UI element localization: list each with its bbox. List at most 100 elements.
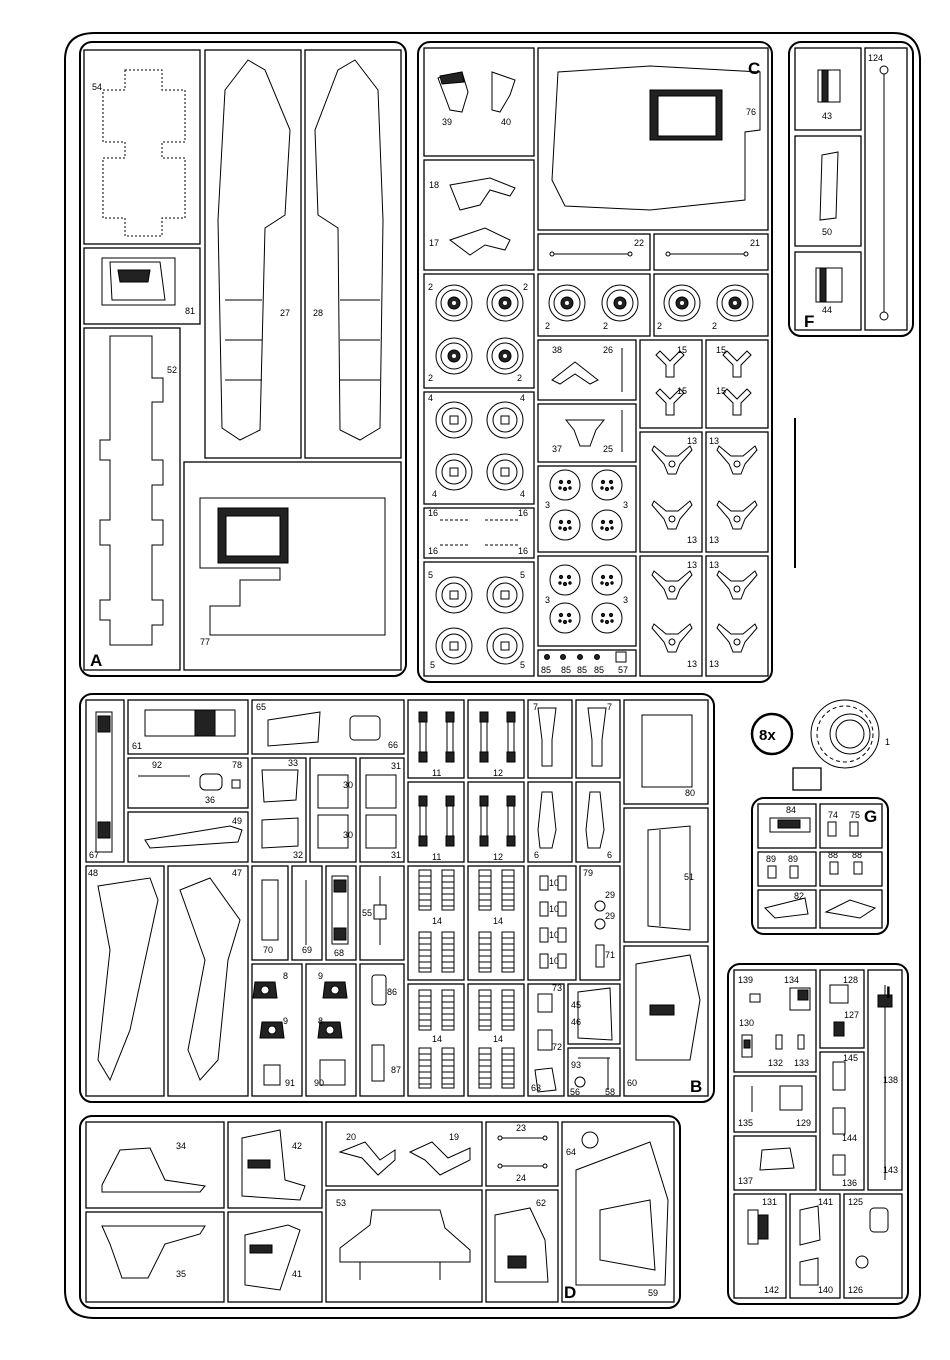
part-number: 134 [784,975,799,985]
part-number: 13 [709,659,719,669]
part-number: 3 [623,595,628,605]
part-number: 75 [850,810,860,820]
sprue-g-frame [751,797,889,935]
part-number: 16 [518,508,528,518]
part-number: 20 [346,1132,356,1142]
part-number: 5 [428,570,433,580]
part-number: 64 [566,1147,576,1157]
sprue-letter: I [886,983,891,1002]
part-number: 133 [794,1058,809,1068]
part-number: 30 [343,780,353,790]
part-number: 54 [92,82,102,92]
part-number: 63 [531,1083,541,1093]
part-number: 6 [607,850,612,860]
part-number: 10 [549,878,559,888]
part-number: 26 [603,345,613,355]
part-number: 51 [684,872,694,882]
part-number: 81 [185,306,195,316]
part-number: 128 [843,975,858,985]
part-number: 85 [541,665,551,675]
part-number: 15 [716,386,726,396]
part-number: 40 [501,117,511,127]
part-number: 21 [750,238,760,248]
part-number: 88 [852,850,862,860]
part-number: 136 [842,1178,857,1188]
part-number: 31 [391,761,401,771]
sprue-d-frame [79,1115,681,1309]
part-number: 135 [738,1118,753,1128]
part-number: 68 [334,948,344,958]
part-number: 69 [302,945,312,955]
part-number: 3 [545,595,550,605]
part-number: 84 [786,805,796,815]
part-number: 14 [493,916,503,926]
part-number: 78 [232,760,242,770]
part-number: 9 [318,971,323,981]
part-number: 4 [520,489,525,499]
part-number: 132 [768,1058,783,1068]
part-number: 13 [709,436,719,446]
part-number: 50 [822,227,832,237]
part-number: 3 [623,500,628,510]
part-number: 43 [822,111,832,121]
part-number: 125 [848,1197,863,1207]
part-number: 27 [280,308,290,318]
part-number: 65 [256,702,266,712]
part-number: 10 [549,930,559,940]
part-number: 19 [449,1132,459,1142]
part-number: 8 [283,971,288,981]
part-number: 34 [176,1141,186,1151]
sprue-letter: B [690,1077,702,1096]
part-number: 89 [788,854,798,864]
sprue-letter: F [804,312,814,331]
part-number: 11 [432,852,441,862]
part-number: 45 [571,1000,581,1010]
part-number: 41 [292,1269,302,1279]
part-number: 42 [292,1141,302,1151]
part-number: 142 [764,1285,779,1295]
part-number: 131 [762,1197,777,1207]
part-number: 67 [89,850,99,860]
part-number: 7 [533,702,538,712]
part-number: 129 [796,1118,811,1128]
part-number: 13 [687,560,697,570]
part-number: 35 [176,1269,186,1279]
part-number: 58 [605,1087,615,1097]
part-number: 87 [391,1065,401,1075]
sprue-f-frame [788,41,914,337]
part-number: 22 [634,238,644,248]
part-number: 2 [657,321,662,331]
part-number: 77 [200,637,210,647]
part-number: 144 [842,1133,857,1143]
part-number: 4 [520,393,525,403]
part-number: 9 [283,1016,288,1026]
part-number: 138 [883,1075,898,1085]
part-number: 53 [336,1198,346,1208]
part-number: 48 [88,868,98,878]
part-number: 17 [429,238,439,248]
part-number: 10 [549,956,559,966]
part-number: 60 [627,1078,637,1088]
part-number: 11 [432,768,441,778]
part-number: 62 [536,1198,546,1208]
part-number: 14 [432,1034,442,1044]
part-number: 5 [520,570,525,580]
part-number: 71 [605,950,615,960]
part-number: 31 [391,850,401,860]
sprue-b-frame [79,693,715,1103]
part-number: 39 [442,117,452,127]
part-number: 2 [523,282,528,292]
part-number: 10 [549,904,559,914]
sprue-letter: D [564,1283,576,1302]
part-number: 38 [552,345,562,355]
part-number: 4 [432,489,437,499]
part-number: 15 [677,345,687,355]
part-number: 143 [883,1165,898,1175]
part-number: 44 [822,305,832,315]
part-number: 86 [387,987,397,997]
part-number: 13 [687,436,697,446]
part-number: 70 [263,945,273,955]
part-number: 23 [516,1123,526,1133]
part-number: 52 [167,365,177,375]
